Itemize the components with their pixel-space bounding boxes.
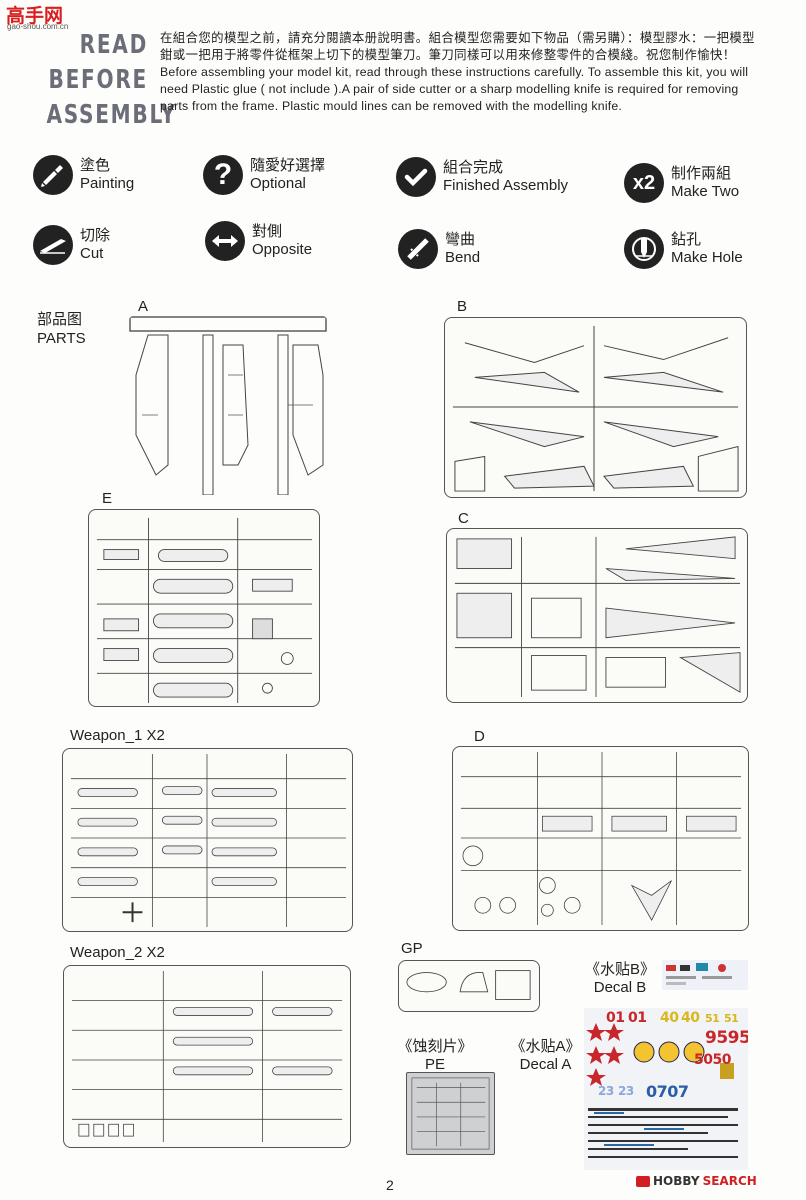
decal-a-label-zh: 《水贴A》	[510, 1038, 581, 1055]
sprue-b	[444, 317, 747, 498]
sprue-label-weapon2: Weapon_2 X2	[70, 944, 165, 961]
legend-en: Opposite	[252, 241, 313, 258]
title-line-assembly: ASSEMBLY	[46, 100, 177, 130]
decal-number: 23	[598, 1084, 614, 1098]
legend-zh: 制作兩組	[671, 165, 732, 182]
decal-number: 23	[618, 1084, 634, 1098]
search-text: SEARCH	[702, 1174, 757, 1188]
hobby-text: HOBBY	[653, 1174, 700, 1188]
decal-number: 51	[705, 1012, 720, 1025]
intro-english: Before assembling your model kit, read t…	[160, 65, 749, 113]
sprue-gp	[398, 960, 540, 1012]
page-number: 2	[386, 1177, 394, 1193]
sprue-c	[446, 528, 748, 703]
checkmark-icon	[396, 157, 436, 197]
decal-number: 40	[681, 1010, 700, 1026]
intro-text: 在組合您的模型之前，請充分閱讀本册說明書。組合模型您需要如下物品（需另購）：模型…	[160, 30, 760, 115]
sprue-label-c: C	[458, 510, 469, 527]
parts-title: 部品图 PARTS	[37, 310, 86, 348]
paint-brush-icon	[33, 155, 73, 195]
decal-b-label: 《水贴B》 Decal B	[575, 958, 665, 996]
sprue-e	[88, 509, 320, 707]
parts-title-zh: 部品图	[37, 311, 83, 328]
legend-en: Painting	[80, 175, 135, 192]
legend-en: Finished Assembly	[443, 177, 569, 194]
decal-number: 01	[628, 1010, 647, 1026]
sprue-weapon-1	[62, 748, 353, 932]
title-line-before: BEFORE	[48, 65, 148, 95]
double-arrow-icon	[205, 221, 245, 261]
hobby-search-icon	[636, 1175, 650, 1187]
legend-en: Optional	[250, 175, 306, 192]
pe-fret	[406, 1072, 495, 1155]
sprue-a	[128, 315, 328, 495]
decal-a-label-en: Decal A	[519, 1056, 572, 1073]
legend-zh: 組合完成	[443, 159, 504, 176]
decal-number: 40	[660, 1010, 679, 1026]
decal-sheet-a: 01 01 40 40 51 51 9595 5050 23 23 0707	[584, 1008, 748, 1170]
legend-en: Make Two	[671, 183, 740, 200]
sprue-d	[452, 746, 749, 931]
x2-icon-text: x2	[632, 171, 656, 194]
decal-number: 5050	[694, 1052, 731, 1068]
title-line-read: READ	[79, 30, 148, 60]
pe-label-en: PE	[424, 1056, 445, 1073]
legend-en: Cut	[80, 245, 104, 262]
knife-icon	[33, 225, 73, 265]
legend-zh: 塗色	[80, 157, 111, 174]
watermark-logo: 高手网 gao-shou.com.cn	[4, 2, 74, 32]
sprue-label-d: D	[474, 728, 485, 745]
watermark-brand: 高手网	[6, 5, 64, 27]
decal-b-label-en: Decal B	[593, 979, 647, 996]
sprue-label-a: A	[138, 298, 149, 315]
intro-chinese: 在組合您的模型之前，請充分閱讀本册說明書。組合模型您需要如下物品（需另購）：模型…	[160, 31, 755, 62]
drill-icon	[624, 229, 664, 269]
decal-number: 9595	[705, 1028, 748, 1048]
legend-zh: 對側	[252, 223, 283, 240]
decal-sheet-b	[662, 960, 748, 990]
legend-zh: 鉆孔	[671, 231, 702, 248]
sprue-label-weapon1: Weapon_1 X2	[70, 727, 165, 744]
parts-title-en: PARTS	[37, 330, 86, 347]
decal-number: 0707	[646, 1082, 689, 1101]
sprue-label-gp: GP	[401, 940, 423, 957]
hobby-search-logo: HOBBY SEARCH	[636, 1174, 757, 1188]
watermark-url: gao-shou.com.cn	[7, 22, 69, 31]
decal-b-label-zh: 《水贴B》	[584, 961, 655, 978]
decal-number: 01	[606, 1010, 625, 1026]
legend-zh: 切除	[80, 227, 111, 244]
pe-label: 《蚀刻片》 PE	[395, 1035, 475, 1073]
legend-zh: 彎曲	[445, 231, 476, 248]
legend-en: Bend	[445, 249, 481, 266]
pe-label-zh: 《蚀刻片》	[397, 1038, 473, 1055]
question-icon: ?	[203, 155, 243, 195]
sprue-label-b: B	[457, 298, 468, 315]
read-before-assembly-title: READ BEFORE ASSEMBLY	[30, 28, 177, 133]
legend-zh: 隨愛好選擇	[250, 157, 326, 174]
x2-icon: x2	[624, 163, 664, 203]
sprue-weapon-2	[63, 965, 351, 1148]
decal-a-label: 《水贴A》 Decal A	[508, 1035, 583, 1073]
sprue-label-e: E	[102, 490, 113, 507]
bend-icon	[398, 229, 438, 269]
decal-number: 51	[724, 1012, 739, 1025]
legend-en: Make Hole	[671, 249, 743, 266]
